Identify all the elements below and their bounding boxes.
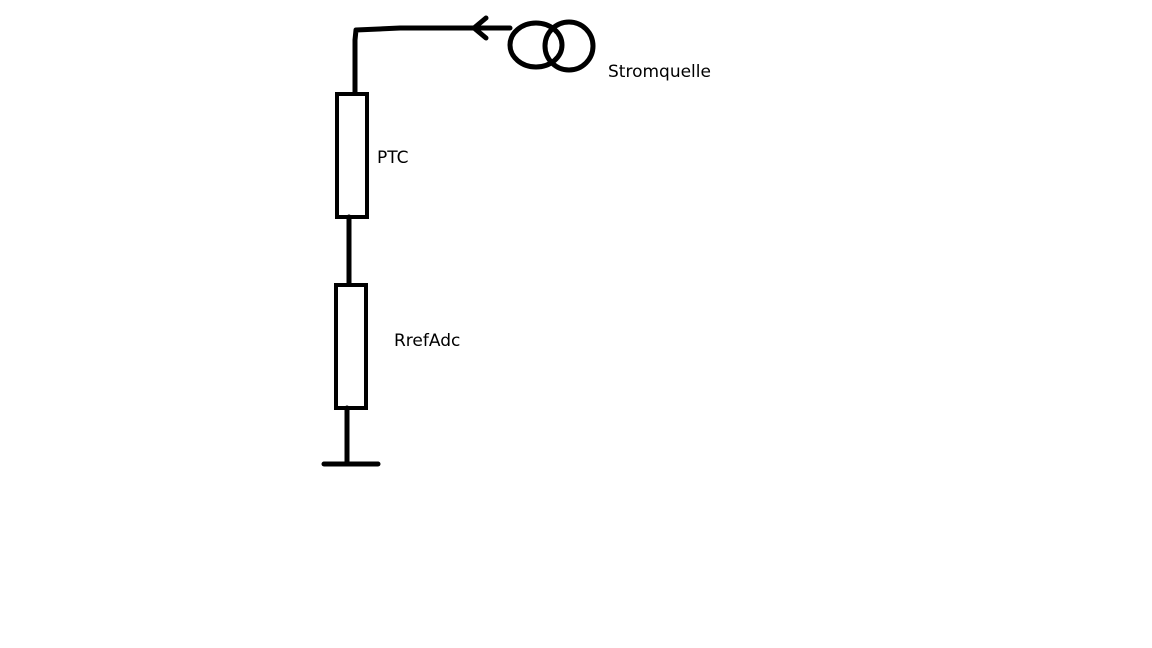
ptc-label: PTC xyxy=(377,148,409,168)
ptc-resistor-symbol xyxy=(335,92,369,219)
source-label: Stromquelle xyxy=(608,62,711,82)
rref-resistor-symbol xyxy=(334,283,368,410)
rref-label: RrefAdc xyxy=(394,331,460,351)
current-direction-arrow-icon xyxy=(471,15,489,41)
current-source-symbol xyxy=(507,19,596,73)
wire-top xyxy=(352,25,513,97)
